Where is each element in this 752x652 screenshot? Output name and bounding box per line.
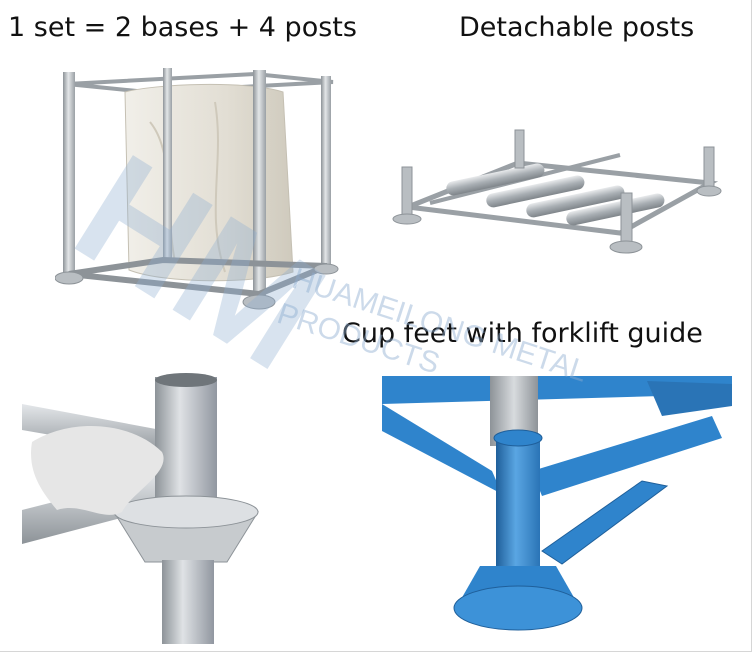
stored-post-2 [486, 175, 585, 208]
retouched-patch [31, 425, 164, 515]
cross-frame [532, 416, 722, 496]
cup-foot-2 [609, 240, 643, 254]
rack-post-back-left [163, 68, 172, 263]
top-beam [382, 376, 732, 404]
corner-stub-4 [620, 192, 633, 244]
blue-cup-foot-illustration [382, 376, 732, 631]
forklift-guide [541, 480, 669, 565]
stored-post-4 [566, 193, 665, 226]
stacking-rack-with-bulk-bag [55, 62, 345, 322]
corner-stub-3 [703, 146, 715, 190]
top-frame [66, 71, 334, 95]
caption-cup-feet: Cup feet with forklift guide [342, 318, 703, 349]
sleeve-collar [493, 429, 543, 447]
cup-foot-2 [242, 294, 276, 310]
corner-stub-2 [514, 129, 525, 169]
caption-detachable-posts: Detachable posts [459, 12, 695, 43]
rack-post-front-right [253, 70, 266, 300]
side-beam [647, 381, 732, 416]
cup-foot-base [453, 585, 583, 631]
detached-base-and-posts [390, 125, 725, 265]
diagonal-frame [382, 404, 502, 494]
caption-set-composition: 1 set = 2 bases + 4 posts [8, 12, 357, 43]
cup-foot-1 [55, 271, 84, 285]
stored-post-1 [446, 163, 545, 196]
detached-base-illustration [392, 129, 722, 254]
upper-post [155, 377, 217, 517]
bulk-bag [124, 83, 294, 282]
cup-foot-closeup-illustration [22, 373, 259, 644]
rack-post-back-right [321, 76, 331, 268]
cup-rim [113, 495, 259, 529]
blue-sleeve [496, 436, 540, 571]
post-opening [155, 373, 217, 387]
cup-foot-closeup [22, 372, 272, 644]
lower-post [162, 560, 214, 644]
cup-foot-1 [392, 213, 422, 225]
stored-post-3 [526, 185, 625, 218]
blue-cup-foot-forklift-guide [382, 376, 732, 644]
corner-stub-1 [401, 166, 413, 216]
stacking-rack-illustration [55, 68, 339, 310]
cup-foot-3 [696, 185, 722, 197]
rack-post-front-left [63, 72, 75, 277]
cup-foot-3 [313, 263, 339, 275]
